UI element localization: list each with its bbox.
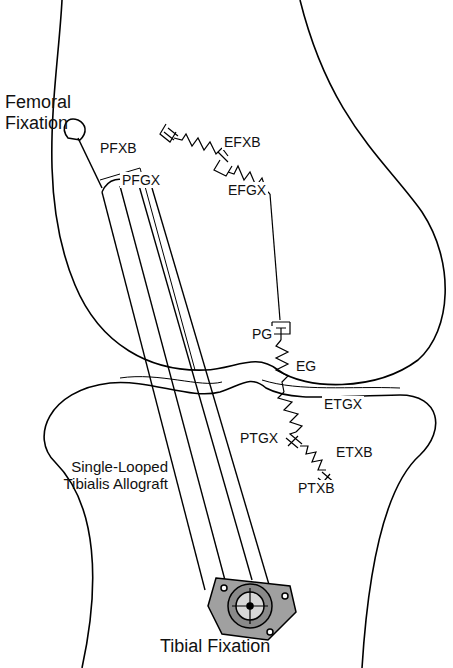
part-name: Tibial Fixation bbox=[160, 636, 330, 657]
element-label: ETXB bbox=[334, 444, 375, 460]
spring-dashpot-chain bbox=[160, 124, 336, 490]
femoral-fixation bbox=[64, 119, 102, 188]
tibial-fixation bbox=[208, 578, 296, 640]
element-label: EFXB bbox=[222, 134, 263, 150]
element-label: EFGX bbox=[226, 182, 268, 198]
part-name: Single-Looped Tibialis Allograft bbox=[40, 458, 168, 493]
element-label: PTGX bbox=[238, 430, 280, 446]
element-label: PTXB bbox=[296, 480, 337, 496]
tibia-outline bbox=[44, 381, 436, 668]
allograft bbox=[100, 168, 270, 590]
element-label: ETGX bbox=[322, 396, 364, 412]
element-label: PG bbox=[250, 326, 274, 342]
femur-outline bbox=[52, 0, 445, 385]
element-label: PFGX bbox=[120, 172, 162, 188]
element-label: PFXB bbox=[98, 140, 139, 156]
part-name: Femoral Fixation bbox=[5, 92, 95, 133]
element-label: EG bbox=[294, 358, 318, 374]
